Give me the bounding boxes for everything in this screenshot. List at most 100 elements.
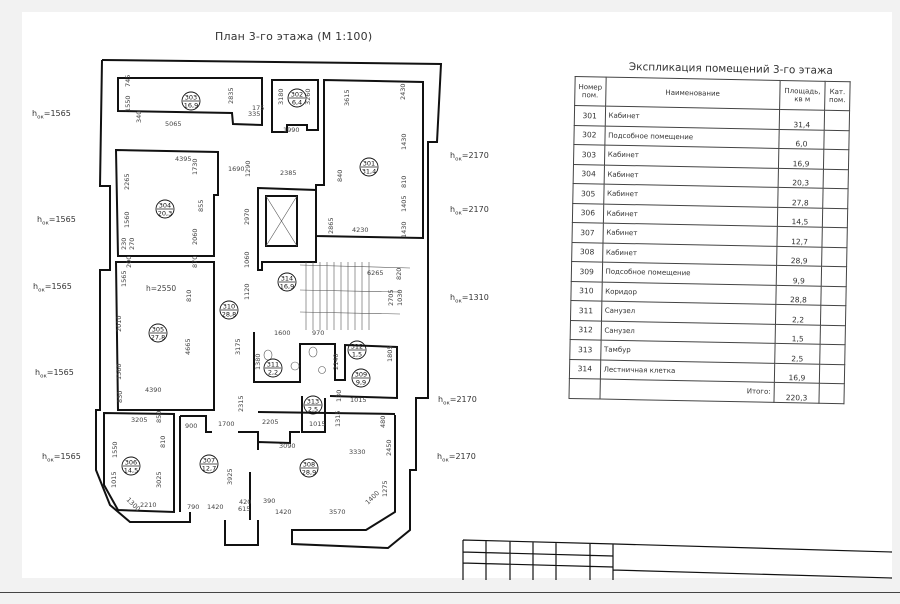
room-number: 313 [307, 398, 319, 406]
dimension-label: 1430 [400, 221, 408, 238]
dimension-label: 2835 [227, 87, 235, 104]
dimension-label: 1550 [124, 95, 132, 112]
room-category-cell [822, 188, 849, 209]
room-labels: 30316,93026,430131,430420,330527,831028,… [121, 88, 379, 478]
window-height-label: hок=2170 [450, 205, 489, 217]
toilet-fixtures [263, 346, 326, 374]
room-number: 306 [125, 459, 137, 467]
room-area-cell: 12,7 [776, 226, 823, 247]
dimension-label: 2060 [191, 228, 199, 245]
label-value: =2170 [449, 395, 477, 404]
room-category-cell [822, 207, 848, 228]
dimension-label: 130 [335, 390, 343, 402]
dimension-label: 2265 [123, 173, 131, 190]
label-sub: ок [37, 114, 44, 121]
room-area-cell: 2,2 [775, 304, 821, 325]
room-area: 16,9 [280, 283, 294, 291]
dimension-label: 1275 [381, 480, 389, 497]
dimension-label: 1430 [400, 133, 408, 150]
room-number: 304 [159, 202, 171, 210]
dimension-label: 3025 [155, 471, 163, 488]
room-category-cell [821, 266, 847, 287]
label-h: h [33, 282, 39, 291]
label-value: =1565 [53, 452, 81, 461]
dimension-label: 1560 [115, 363, 123, 380]
room-area: 28,8 [222, 311, 236, 319]
dimension-label: 1990 [283, 126, 300, 134]
room-number: 311 [267, 361, 279, 369]
dimension-label: 1290 [244, 160, 252, 177]
dimension-label: 870 [191, 256, 199, 268]
window-height-label: hок=1310 [450, 293, 489, 305]
dimension-label: 1690 [228, 165, 245, 173]
room-category-cell [823, 168, 849, 189]
label-value: =1310 [461, 293, 489, 302]
label-h: h [37, 215, 43, 224]
room-area: 14,5 [124, 467, 138, 475]
room-category-cell [821, 246, 847, 267]
label-sub: ок [455, 156, 462, 163]
dimension-label: 4390 [145, 386, 162, 394]
room-number-cell: 306 [572, 202, 604, 224]
dimension-label: 1315 [334, 410, 342, 427]
dimension-label: 810 [185, 290, 193, 302]
room-area: 2,5 [308, 406, 318, 414]
room-number-cell: 310 [570, 280, 602, 302]
room-number-cell: 314 [569, 358, 601, 380]
dimension-label: 2430 [399, 83, 407, 100]
room-number-cell: 304 [573, 163, 605, 185]
room-number-cell: 303 [573, 144, 605, 165]
room-number: 302 [291, 91, 303, 99]
dimension-label: 830 [116, 391, 124, 403]
dimension-label: 2385 [280, 169, 297, 177]
label-h: h [35, 368, 41, 377]
dimension-label: 820 [395, 268, 403, 280]
dimension-label: 2210 [140, 501, 157, 509]
room-number: 308 [303, 461, 315, 469]
room-number-cell: 307 [572, 222, 603, 243]
label-value: =1565 [48, 215, 76, 224]
dimension-label: 200 [125, 256, 133, 268]
dimension-label: 1400 [364, 489, 381, 506]
room-category-cell [824, 110, 850, 131]
label-sub: ок [442, 457, 449, 464]
dimension-label: 390 [263, 497, 275, 505]
dimension-label: 230 [120, 238, 128, 250]
label-h: h [438, 395, 444, 404]
window-height-label: hок=1565 [35, 368, 74, 380]
label-sub: ок [443, 400, 450, 407]
divider [0, 592, 900, 593]
room-area: 20,3 [158, 210, 172, 218]
room-area-cell: 31,4 [779, 109, 825, 130]
label-h: h [42, 452, 48, 461]
dimension-label: 1565 [120, 270, 128, 287]
dimension-label: 2315 [237, 395, 245, 412]
room-number: 309 [355, 371, 367, 379]
dimension-label: 3090 [279, 442, 296, 450]
label-h: h [450, 205, 456, 214]
dimension-label: 2705 [387, 289, 395, 306]
window-height-label: hок=2170 [450, 151, 489, 163]
dimension-label: 3175 [234, 338, 242, 355]
dimension-label: 3205 [131, 416, 148, 424]
label-value: =1565 [43, 109, 71, 118]
header-cat: Кат. пом. [824, 81, 851, 111]
dimension-label: 4395 [175, 155, 192, 163]
label-value: =2170 [461, 205, 489, 214]
drawing-sheet [22, 12, 892, 578]
dimension-label: 270 [128, 238, 136, 250]
room-category-cell [820, 305, 846, 326]
room-number-cell: 302 [573, 124, 605, 146]
room-number: 312 [351, 343, 363, 351]
